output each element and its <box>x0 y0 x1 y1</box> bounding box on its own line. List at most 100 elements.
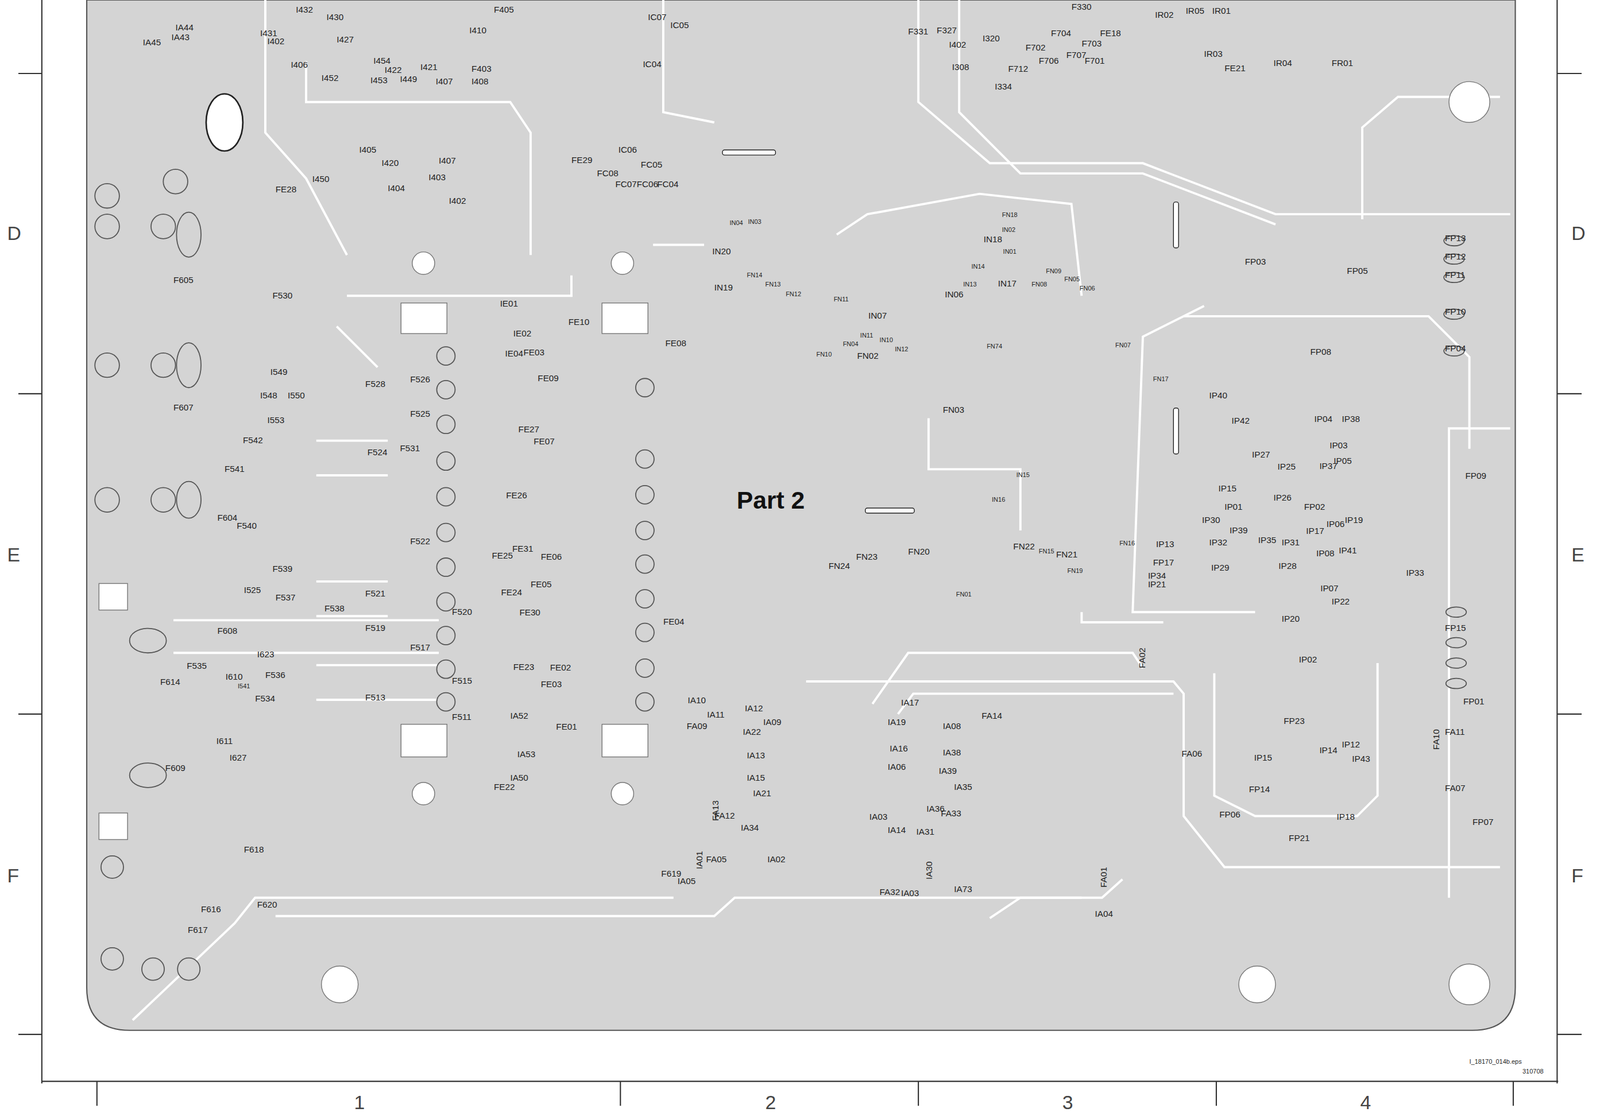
reference-designator: IA13 <box>747 751 765 760</box>
reference-designator: IA09 <box>763 717 782 727</box>
reference-designator: F519 <box>365 623 386 633</box>
reference-designator: IP04 <box>1314 414 1333 424</box>
reference-designator: IA19 <box>887 717 906 727</box>
reference-designator: I611 <box>216 736 234 746</box>
reference-designator: F522 <box>410 536 431 546</box>
reference-designator: FE29 <box>571 155 593 165</box>
reference-designator: IP31 <box>1281 538 1300 547</box>
reference-designator: FE02 <box>550 663 572 672</box>
reference-designator: FN13 <box>765 281 782 288</box>
reference-designator: FP23 <box>1283 716 1305 726</box>
reference-designator: FC05 <box>640 160 663 169</box>
reference-designator: IP38 <box>1341 414 1360 424</box>
reference-designator: IA10 <box>688 696 706 705</box>
reference-designator: IP03 <box>1329 441 1348 450</box>
reference-designator: FN20 <box>907 547 930 556</box>
reference-designator: FC07 <box>615 179 637 189</box>
grid-reference: E <box>6 545 21 566</box>
reference-designator: IR02 <box>1154 10 1174 19</box>
reference-designator: IN04 <box>729 219 743 227</box>
reference-designator: I610 <box>225 672 243 682</box>
reference-designator: IR01 <box>1212 6 1231 15</box>
reference-designator: FP13 <box>1444 233 1467 243</box>
reference-designator: F712 <box>1007 64 1028 73</box>
reference-designator: IP43 <box>1351 754 1370 764</box>
reference-designator: IP18 <box>1336 812 1355 822</box>
reference-designator: IP33 <box>1405 568 1424 578</box>
reference-designator: FN16 <box>1119 540 1135 547</box>
grid-reference: 3 <box>1062 1093 1074 1113</box>
reference-designator: I449 <box>400 74 418 84</box>
reference-designator: IP02 <box>1299 655 1317 664</box>
reference-designator: IR03 <box>1204 49 1223 59</box>
board-outline <box>86 0 1516 1031</box>
reference-designator: I550 <box>287 391 305 400</box>
reference-designator: IN17 <box>998 279 1017 288</box>
reference-designator: FP15 <box>1444 623 1467 633</box>
reference-designator: IP26 <box>1273 493 1292 502</box>
reference-designator: IA14 <box>887 825 906 835</box>
grid-reference: D <box>1571 223 1586 244</box>
reference-designator: FN19 <box>1067 567 1084 575</box>
reference-designator: FN06 <box>1079 285 1096 292</box>
reference-designator: IA43 <box>171 32 190 42</box>
reference-designator: IN18 <box>983 234 1003 244</box>
reference-designator: IP01 <box>1224 502 1243 512</box>
reference-designator: I406 <box>290 60 308 69</box>
reference-designator: FE03 <box>540 679 563 689</box>
reference-designator: FN09 <box>1045 268 1062 275</box>
reference-designator: FN23 <box>856 552 878 562</box>
reference-designator: FN17 <box>1153 376 1169 383</box>
reference-designator: F539 <box>272 564 293 574</box>
reference-designator: F528 <box>365 379 386 389</box>
reference-designator: I553 <box>267 415 285 425</box>
grid-reference: 4 <box>1359 1093 1371 1113</box>
reference-designator: IR05 <box>1185 6 1205 15</box>
reference-designator: IE02 <box>513 329 532 338</box>
reference-designator: F542 <box>242 435 264 445</box>
reference-designator: FE23 <box>513 662 535 672</box>
reference-designator: IA16 <box>889 744 908 753</box>
reference-designator: I549 <box>270 367 288 377</box>
reference-designator: IA34 <box>740 823 759 833</box>
reference-designator: IN12 <box>894 346 908 353</box>
reference-designator: I334 <box>994 82 1012 91</box>
reference-designator: FP21 <box>1288 833 1310 843</box>
reference-designator: FP04 <box>1444 344 1467 353</box>
solder-pads <box>94 169 1467 981</box>
reference-designator: IE01 <box>500 299 519 308</box>
reference-designator: IA03 <box>869 812 888 822</box>
reference-designator: FP11 <box>1444 270 1466 280</box>
reference-designator: IP14 <box>1319 746 1337 755</box>
reference-designator: FP10 <box>1444 307 1467 316</box>
reference-designator: F525 <box>410 409 431 419</box>
reference-designator: IN11 <box>860 332 873 339</box>
reference-designator: F327 <box>936 25 957 35</box>
reference-designator: FC04 <box>656 179 679 189</box>
reference-designator: IA02 <box>767 855 786 864</box>
reference-designator: FE27 <box>518 424 540 434</box>
reference-designator: IP21 <box>1148 580 1166 589</box>
reference-designator: F331 <box>907 26 929 36</box>
reference-designator: F534 <box>254 694 276 703</box>
reference-designator: IP22 <box>1331 597 1350 606</box>
reference-designator: I541 <box>237 683 250 690</box>
reference-designator: IA17 <box>901 698 919 707</box>
reference-designator: FA14 <box>981 711 1003 721</box>
reference-designator: IE04 <box>505 349 524 358</box>
reference-designator: FP01 <box>1463 697 1485 706</box>
reference-designator: F535 <box>186 661 207 671</box>
reference-designator: IP34 <box>1148 571 1166 581</box>
reference-designator: IA04 <box>1094 909 1113 919</box>
reference-designator: IP20 <box>1281 614 1300 624</box>
reference-designator: F526 <box>410 375 431 384</box>
reference-designator: I453 <box>370 75 388 85</box>
reference-designator: IA22 <box>743 727 761 737</box>
reference-designator: IP12 <box>1341 740 1360 749</box>
reference-designator: IA12 <box>744 704 763 713</box>
reference-designator: FP08 <box>1309 347 1332 357</box>
reference-designator: I421 <box>420 62 438 72</box>
reference-designator: I430 <box>326 12 345 22</box>
reference-designator: IN20 <box>712 246 731 256</box>
